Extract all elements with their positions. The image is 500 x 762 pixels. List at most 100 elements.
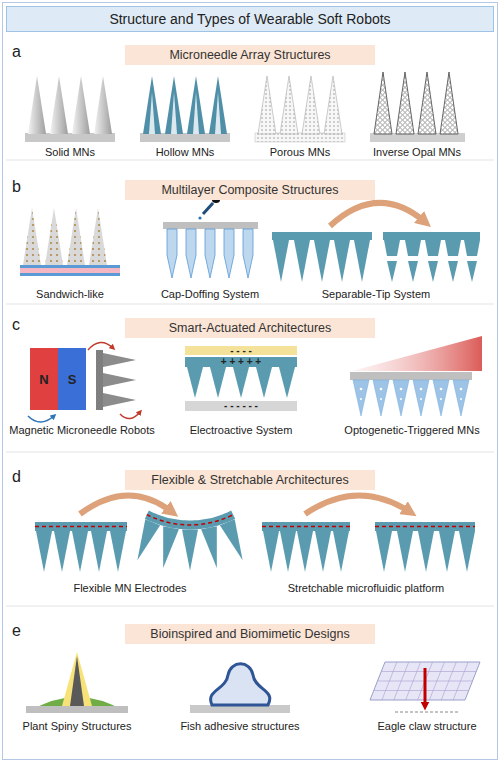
needle-lumen	[193, 92, 199, 134]
payload-dot	[360, 388, 363, 391]
section-divider	[6, 606, 494, 607]
magnetic-microneedle	[103, 353, 136, 367]
item-caption: Fish adhesive structures	[145, 720, 335, 733]
item-caption: Sandwich-like	[0, 288, 165, 301]
microneedle	[91, 531, 107, 572]
porous-microneedle	[302, 76, 320, 134]
substrate-base	[140, 133, 230, 142]
panel-letter: c	[12, 316, 36, 334]
solid-microneedle	[50, 76, 68, 134]
electrode-trace	[147, 515, 233, 525]
separated-tip	[428, 261, 438, 282]
charge-signs: - - - -	[146, 345, 336, 356]
droplet	[198, 216, 201, 219]
section-title: Smart-Actuated Architectures	[125, 321, 375, 336]
inverse-opal-microneedle	[396, 72, 414, 134]
light-responsive-microneedle	[413, 380, 429, 416]
section-title: Flexible & Stretchable Architectures	[125, 473, 375, 488]
transition-arrow	[80, 495, 172, 514]
panel-letter: e	[12, 622, 36, 640]
separated-tip	[408, 261, 418, 282]
microneedle	[279, 367, 295, 398]
charge-signs: + + + + +	[146, 356, 336, 367]
electrode-trace	[35, 526, 127, 528]
section-divider	[6, 304, 494, 305]
spine-coating	[62, 652, 92, 706]
substrate-base	[25, 133, 115, 142]
spine-core	[70, 656, 84, 706]
item-caption: Plant Spiny Structures	[0, 720, 172, 733]
microneedle	[263, 531, 279, 572]
microneedle	[182, 530, 198, 571]
motion-arrow	[28, 416, 54, 422]
direction-line	[395, 712, 458, 713]
microneedle	[397, 531, 413, 572]
needle-stem	[405, 240, 421, 256]
capped-microneedle	[224, 229, 234, 278]
solid-microneedle	[28, 76, 46, 134]
payload-dot	[380, 388, 383, 391]
title-band: Structure and Types of Wearable Soft Rob…	[6, 6, 494, 32]
panel-letter: a	[12, 43, 36, 61]
section-title: Microneedle Array Structures	[125, 48, 375, 63]
section-header: Microneedle Array Structures	[125, 45, 375, 65]
needle-patch	[350, 372, 472, 380]
hollow-microneedle	[165, 76, 183, 134]
loaded-microneedle	[67, 208, 85, 265]
inverse-opal-microneedle	[418, 72, 436, 134]
payload-dot	[420, 398, 422, 400]
capped-microneedle	[186, 229, 196, 278]
microneedle	[201, 526, 225, 569]
light-responsive-microneedle	[353, 380, 369, 416]
microneedle	[354, 240, 370, 282]
needle-lumen	[149, 92, 155, 134]
payload-dot	[460, 388, 463, 391]
microneedle	[54, 531, 70, 572]
porous-microneedle	[258, 76, 276, 134]
light-responsive-microneedle	[453, 380, 469, 416]
microneedle	[314, 240, 330, 282]
needle-stem	[425, 240, 441, 256]
hollow-microneedle	[143, 76, 161, 134]
hollow-microneedle	[187, 76, 205, 134]
microneedle	[315, 531, 331, 572]
grid-line	[381, 671, 476, 672]
magnetic-microneedle	[103, 393, 136, 407]
microneedle	[294, 240, 310, 282]
microneedle	[36, 531, 52, 572]
section-header: Bioinspired and Biomimetic Designs	[125, 624, 375, 644]
adhesive-dome	[211, 664, 270, 705]
item-caption: Porous MNs	[205, 146, 395, 159]
light-responsive-microneedle	[393, 380, 409, 416]
item-caption: Optogenetic-Triggered MNs	[317, 424, 500, 437]
microneedle	[418, 531, 434, 572]
loaded-microneedle	[23, 208, 41, 265]
item-caption: Hollow MNs	[90, 146, 280, 159]
light-beam	[352, 336, 482, 371]
microneedle	[376, 531, 392, 572]
item-caption: Stretchable microfluidic platform	[271, 582, 461, 595]
microneedle	[297, 531, 313, 572]
inverse-opal-microneedle	[440, 72, 458, 134]
item-caption: Eagle claw structure	[332, 720, 500, 733]
payload-dot	[400, 388, 403, 391]
item-caption: Flexible MN Electrodes	[35, 582, 225, 595]
illustrations	[20, 72, 482, 713]
dropper-tip	[203, 203, 213, 214]
microneedle	[233, 367, 249, 398]
payload-dot	[440, 388, 443, 391]
motion-arrow	[120, 412, 140, 419]
figure-frame	[3, 3, 498, 760]
payload-dot	[460, 398, 462, 400]
section-header: Multilayer Composite Structures	[125, 180, 375, 200]
needle-patch	[262, 522, 350, 531]
section-title: Bioinspired and Biomimetic Designs	[125, 627, 375, 642]
item-caption: Separable-Tip System	[281, 288, 471, 301]
item-caption: Inverse Opal MNs	[322, 146, 500, 159]
light-responsive-microneedle	[373, 380, 389, 416]
microneedle	[210, 367, 226, 398]
middle-layer	[20, 268, 120, 273]
panel-letter: b	[12, 178, 36, 196]
capped-microneedle	[205, 229, 215, 278]
